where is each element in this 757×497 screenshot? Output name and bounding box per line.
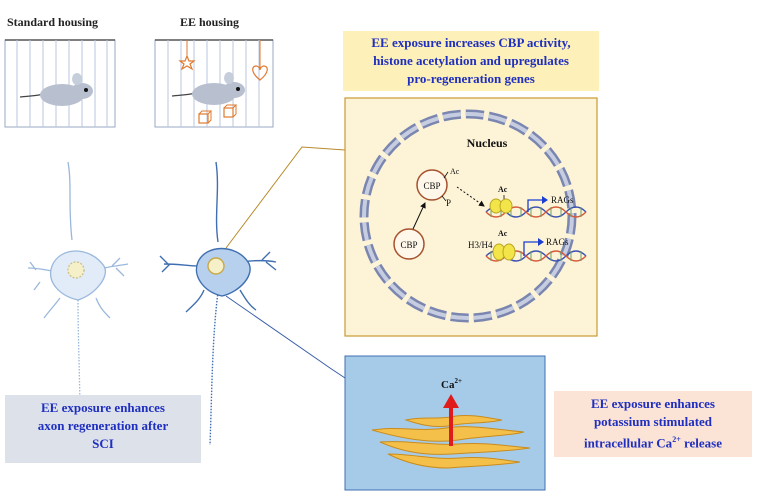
cbp-inactive: CBP [393,228,425,260]
acetylation-arrow [456,186,485,207]
star-toy-icon [178,40,196,71]
calcium-connector-line [225,295,346,379]
histone-upper-icon [489,198,513,214]
cbp-callout: EE exposure increases CBP activity, hist… [343,31,599,91]
transcription-arrow-lower-icon [523,238,544,256]
calcium-ion-label: Ca2+ [441,377,462,391]
cbp-acetylated: CBP [416,169,448,201]
endoplasmic-reticulum-icon [371,415,531,469]
mouse-icon [171,72,245,105]
standard-housing-cage [4,39,116,128]
rags-upper-label: RAGs [551,195,574,205]
nucleus-title: Nucleus [467,136,508,150]
transcription-arrow-upper-icon [527,196,548,212]
phospho-label: P [446,198,451,208]
heart-toy-icon [252,40,268,81]
calcium-callout: EE exposure enhances potassium stimulate… [554,391,752,457]
cube-toy-icon [198,104,238,124]
histone-lower-icon [492,243,516,261]
mouse-icon [19,73,93,106]
calcium-release-arrow-icon [443,394,459,446]
svg-text:CBP: CBP [423,181,440,191]
histone-label: H3/H4 [468,240,493,250]
ee-housing-cage [154,39,274,128]
nucleus-connector-line [225,146,346,249]
ac-lower-label: Ac [498,229,508,238]
standard-neuron-icon [27,161,129,421]
axon-callout: EE exposure enhances axon regeneration a… [5,395,201,463]
svg-text:CBP: CBP [400,240,417,250]
ee-housing-label: EE housing [180,15,240,29]
ee-neuron-icon [159,161,277,446]
standard-housing-label: Standard housing [7,15,99,29]
activation-arrow [412,202,426,230]
ac-upper-label: Ac [498,185,508,194]
rags-lower-label: RAGs [546,237,569,247]
ac-label: Ac [450,167,460,176]
